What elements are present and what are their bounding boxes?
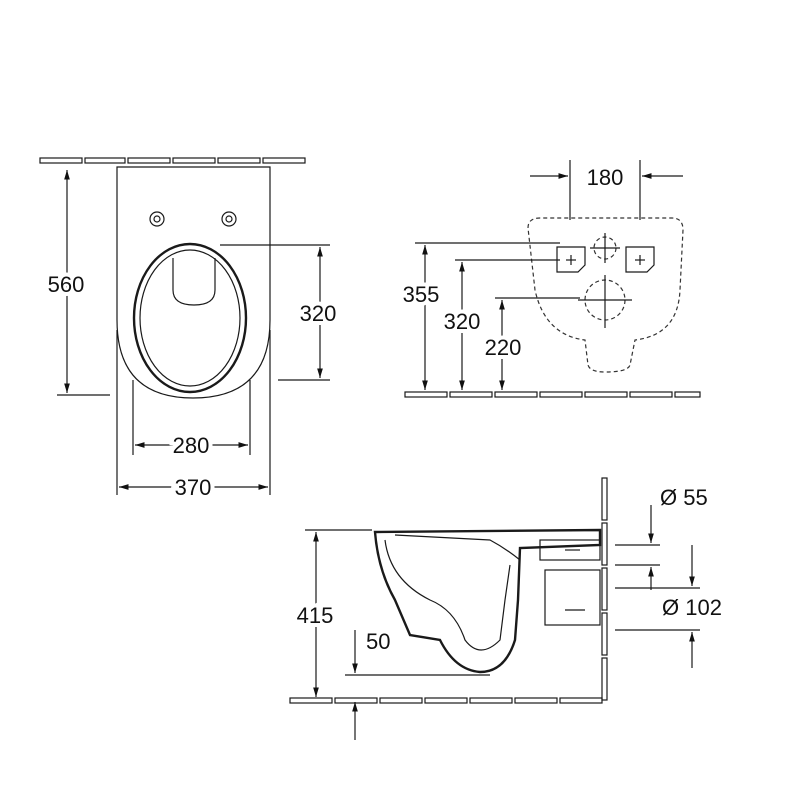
dim-diameter-55: Ø 55 — [660, 485, 708, 510]
bowl-profile — [373, 528, 602, 674]
inner-opening — [172, 258, 216, 306]
floor-line-side — [289, 697, 603, 704]
dim-415: 415 — [297, 603, 334, 628]
rear-view: 180 355 320 220 — [399, 160, 701, 398]
bolt-left — [149, 211, 165, 227]
wall-line-side — [601, 477, 608, 701]
dim-180: 180 — [587, 165, 624, 190]
dim-220: 220 — [485, 335, 522, 360]
dim-560: 560 — [48, 272, 85, 297]
mount-left — [556, 246, 586, 273]
dim-320-rear: 320 — [444, 309, 481, 334]
mount-right — [625, 246, 655, 273]
wall-line — [39, 157, 306, 164]
side-view: 415 50 Ø 55 Ø 102 — [289, 477, 722, 740]
dim-370: 370 — [175, 475, 212, 500]
seat-opening — [132, 242, 248, 394]
floor-line — [404, 391, 701, 398]
bolt-right — [221, 211, 237, 227]
rear-outline-dashed — [527, 217, 684, 373]
dim-diameter-102: Ø 102 — [662, 595, 722, 620]
dim-355: 355 — [403, 282, 440, 307]
bowl-outline — [116, 166, 271, 399]
dim-50: 50 — [366, 629, 390, 654]
front-view: 560 320 280 370 — [39, 157, 340, 504]
dim-280: 280 — [173, 433, 210, 458]
dim-320-front: 320 — [300, 301, 337, 326]
